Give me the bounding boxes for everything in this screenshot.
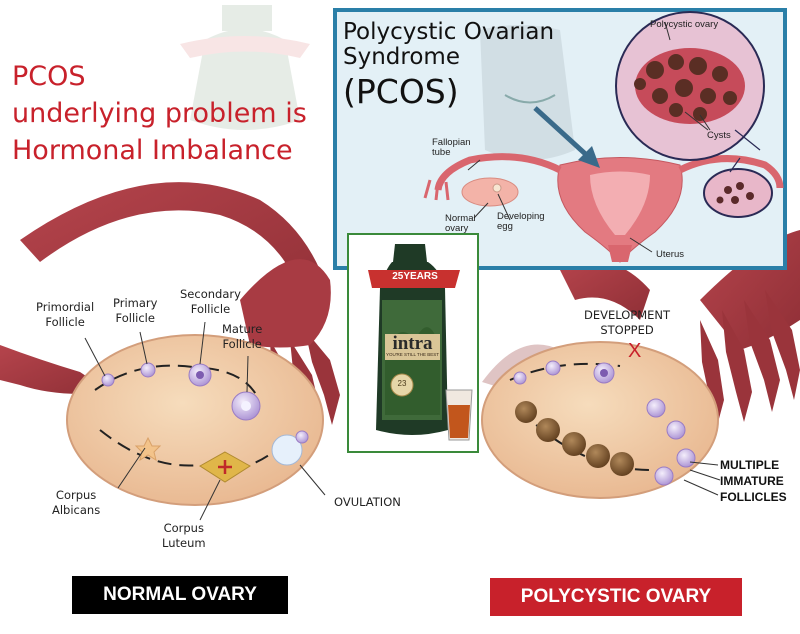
immature-follicle [654, 466, 674, 486]
product-tagline: YOU'RE STILL THE BEST [385, 352, 440, 357]
label-development-stopped: DEVELOPMENT STOPPED [584, 308, 671, 337]
fallopian-tube-right [560, 261, 650, 320]
polycystic-ovary-body [481, 341, 719, 499]
inset-cysts [634, 54, 737, 121]
fimbria [765, 290, 800, 400]
normal-ovary-body [66, 334, 324, 506]
label-multiple-immature-follicles: MULTIPLE IMMATURE FOLLICLES [720, 458, 787, 504]
brand-panel [385, 334, 440, 360]
label-corpus-albicans: Corpus Albicans [52, 488, 101, 517]
development-path [204, 367, 259, 399]
fimbria [722, 310, 752, 422]
inset-developing-egg [492, 183, 502, 193]
released-egg [295, 430, 309, 444]
inset-polycystic-ovary-small [703, 168, 773, 218]
bottle-cap [393, 244, 427, 262]
headline-line-1: PCOS [12, 61, 86, 92]
development-path [99, 429, 201, 467]
product-banner-text: 25YEARS [392, 271, 438, 282]
immature-follicle [666, 420, 686, 440]
label-ovulation: OVULATION [334, 495, 401, 509]
label-normal-ovary-inset: Normal ovary [445, 213, 476, 234]
normal-ovary-badge: NORMAL OVARY [72, 576, 288, 614]
immature-follicle [646, 398, 666, 418]
primary-follicle [545, 360, 561, 376]
development-path [519, 409, 651, 471]
juice [448, 405, 470, 438]
label-fallopian-tube: Fallopian tube [432, 137, 471, 158]
product-seal-text: 23 [397, 379, 407, 388]
infundibulum [240, 259, 331, 348]
body-silhouette [480, 25, 575, 160]
fimbria [744, 300, 780, 412]
cyst [515, 401, 537, 423]
fimbria [700, 320, 724, 430]
immature-follicle [676, 448, 696, 468]
label-primary-follicle: Primary Follicle [113, 296, 158, 325]
headline: PCOS underlying problem is Hormonal Imba… [12, 58, 342, 169]
label-primordial-follicle: Primordial Follicle [36, 300, 95, 329]
label-mature-follicle: Mature Follicle [222, 322, 263, 351]
inset-title: Polycystic Ovarian Syndrome (PCOS) [343, 20, 613, 112]
pointer-arrow [533, 106, 594, 162]
label-corpus-luteum: Corpus Luteum [162, 521, 206, 550]
headline-line-3: Hormonal Imbalance [12, 135, 293, 166]
fallopian-tube-left [20, 182, 320, 330]
primary-follicle [140, 362, 156, 378]
fimbria [305, 330, 340, 425]
pcos-inset [333, 8, 787, 270]
product-banner [368, 270, 460, 288]
corpus-albicans [134, 436, 162, 462]
development-stopped-x: X [628, 340, 642, 362]
product-seal [390, 373, 414, 397]
leader-lines-polycystic [683, 461, 721, 496]
label-developing-egg: Developing egg [497, 211, 545, 232]
inset-title-line-3: (PCOS) [343, 72, 459, 111]
label-cysts: Cysts [707, 130, 731, 141]
ovulating-follicle [271, 434, 303, 466]
normal-ovary-diagram [0, 182, 340, 521]
cyst [610, 452, 634, 476]
label-polycystic-ovary: Polycystic ovary [650, 19, 719, 30]
label-uterus: Uterus [656, 249, 684, 260]
leader-lines-normal [84, 321, 326, 521]
polycystic-ovary-badge: POLYCYSTIC OVARY [490, 578, 742, 616]
inset-title-line-2: Syndrome [343, 44, 460, 70]
corpus-luteum-mark [218, 460, 232, 474]
oocyte [241, 401, 251, 411]
primordial-follicle [101, 373, 115, 387]
oocyte [600, 369, 608, 377]
inset-title-line-1: Polycystic Ovarian [343, 19, 555, 45]
uterine-cavity [590, 171, 650, 235]
fallopian-tube-inset-right [678, 155, 784, 189]
inset-normal-ovary [461, 177, 519, 207]
polycystic-ovary-diagram [481, 230, 800, 499]
product-image [347, 233, 479, 453]
fallopian-tube-inset-left [434, 153, 562, 191]
product-brand: intra [392, 333, 433, 354]
cyst [562, 432, 586, 456]
cyst [586, 444, 610, 468]
oocyte [196, 371, 204, 379]
cyst [536, 418, 560, 442]
headline-line-2: underlying problem is [12, 98, 307, 129]
label-secondary-follicle: Secondary Follicle [180, 287, 241, 316]
primordial-follicle [513, 371, 527, 385]
